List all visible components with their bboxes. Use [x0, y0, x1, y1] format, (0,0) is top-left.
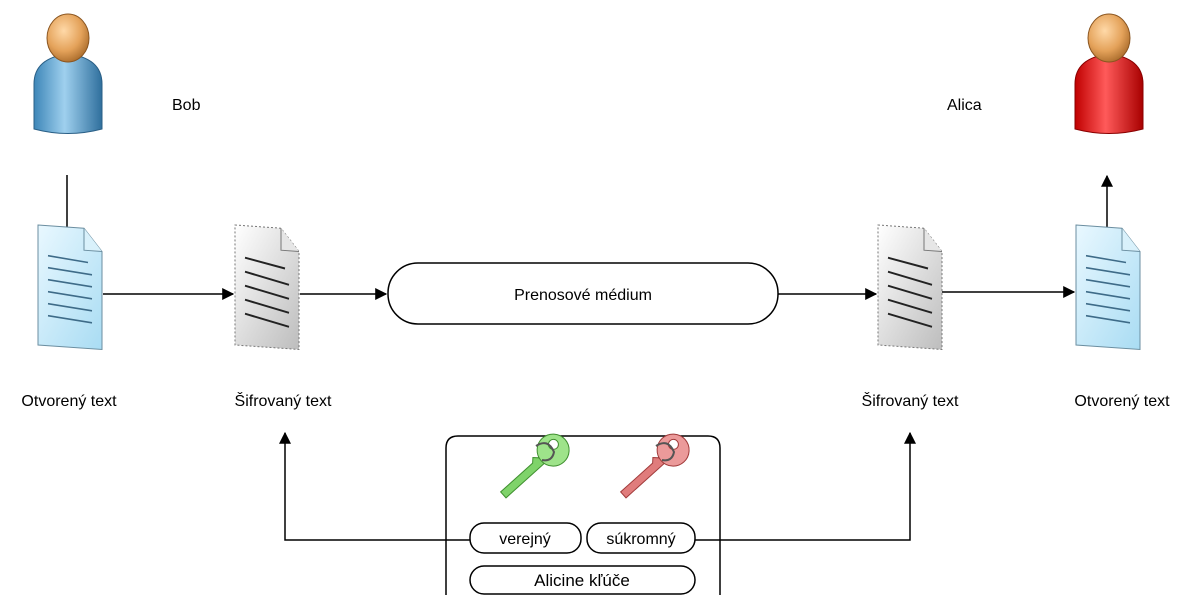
ciphertext-document-icon-right: [877, 224, 943, 351]
public-key-pill: [469, 522, 582, 554]
bob-name: Bob: [172, 97, 201, 114]
ciphertext-label-left: Šifrovaný text: [235, 391, 332, 410]
transmission-medium-label: Prenosové médium: [514, 287, 652, 304]
public-key-to-encrypt-arrow: [279, 431, 470, 541]
bob-person-icon: [33, 13, 103, 134]
transmission-medium-box: [387, 262, 779, 325]
ciphertext-document-icon-left: [234, 224, 300, 351]
public-key-icon: [499, 433, 570, 499]
private-key-to-decrypt-arrow: [695, 431, 916, 541]
private-key-pill: [586, 522, 696, 554]
alica-person-icon: [1074, 13, 1144, 134]
private-key-icon: [619, 433, 690, 499]
plaintext-label-left: Otvorený text: [21, 393, 117, 410]
private-key-label: súkromný: [606, 531, 675, 548]
keys-group-label: Alicine kľúče: [534, 571, 630, 590]
ciphertext-label-right: Šifrovaný text: [862, 391, 959, 410]
plaintext-document-icon-left: [37, 224, 103, 351]
alica-name: Alica: [947, 97, 982, 114]
public-key-label: verejný: [499, 531, 551, 548]
keys-container: [445, 435, 721, 595]
keys-group-pill: [469, 565, 696, 595]
plaintext-document-icon-right: [1075, 224, 1141, 351]
plaintext-label-right: Otvorený text: [1074, 393, 1170, 410]
